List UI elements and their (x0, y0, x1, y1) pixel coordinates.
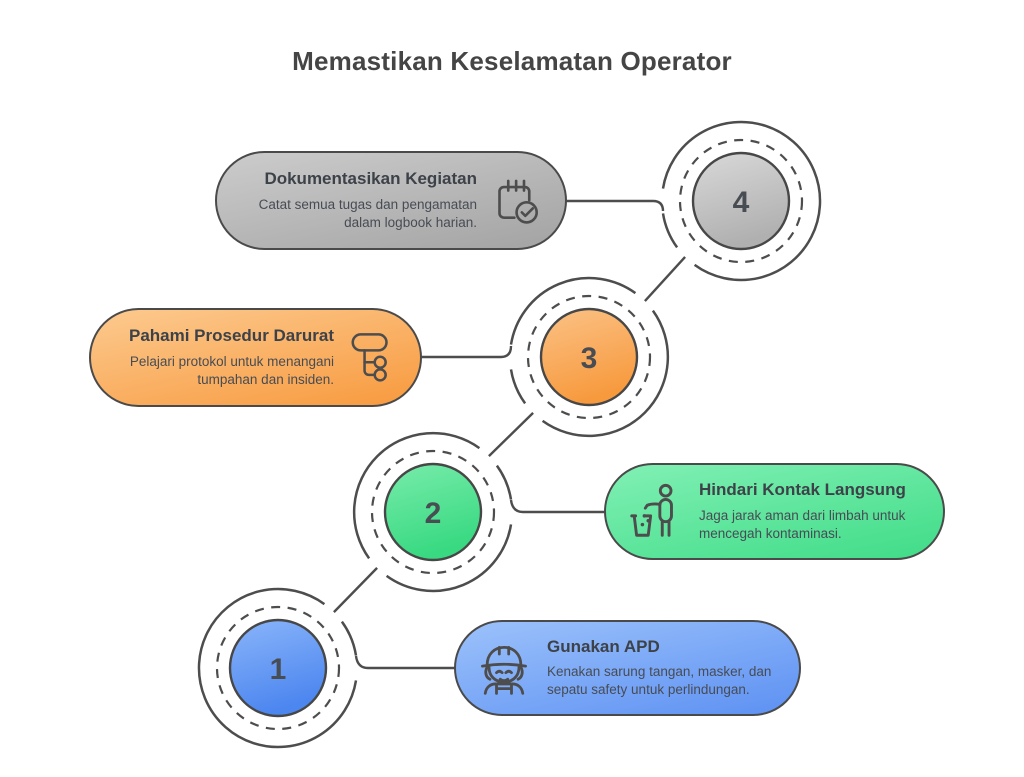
dispose-litter-icon (624, 480, 686, 544)
step3-card: Pahami Prosedur Darurat Pelajari protoko… (89, 308, 422, 407)
step3-number-circle (539, 307, 639, 407)
step1-number-circle (228, 618, 328, 718)
procedure-flowchart-icon (346, 329, 400, 387)
connector-circle3-circle4 (644, 256, 686, 302)
step1-card-title: Gunakan APD (547, 636, 660, 656)
connector-circle1-card1 (354, 655, 456, 670)
step3-dashed-ring (526, 294, 652, 420)
step3-node: 3 (509, 276, 670, 438)
connector-circle1-circle2 (333, 567, 378, 613)
page-title: Memastikan Keselamatan Operator (292, 46, 732, 76)
step2-node: 2 (352, 431, 513, 593)
connector-card3-circle3 (419, 345, 513, 359)
step3-card-description: Pelajari protokol untuk menangani tumpah… (129, 353, 334, 387)
step1-outer-ring (197, 587, 358, 749)
connector-circle2-circle3 (488, 412, 534, 457)
step3-number: 3 (581, 342, 598, 375)
step4-dashed-ring (678, 138, 804, 264)
logbook-check-icon (489, 173, 545, 229)
step1-node: 1 (197, 587, 358, 749)
step2-outer-ring (352, 431, 513, 593)
step3-card-title: Pahami Prosedur Darurat (128, 326, 334, 346)
step4-outer-ring (661, 120, 822, 282)
step4-number: 4 (733, 186, 750, 219)
step1-card: Gunakan APD Kenakan sarung tangan, maske… (454, 620, 801, 716)
connector-card4-circle4 (565, 199, 665, 212)
step1-card-description: Kenakan sarung tangan, masker, dan sepat… (547, 664, 772, 698)
step4-card: Dokumentasikan Kegiatan Catat semua tuga… (215, 151, 567, 250)
step2-card-description: Jaga jarak aman dari limbah untuk menceg… (699, 507, 906, 541)
step4-card-description: Catat semua tugas dan pengamatan dalam l… (258, 196, 477, 230)
step1-dashed-ring (215, 605, 341, 731)
step2-card: Hindari Kontak Langsung Jaga jarak aman … (604, 463, 945, 560)
worker-hardhat-icon (474, 638, 534, 698)
step1-number: 1 (270, 653, 287, 686)
step3-outer-ring (509, 276, 670, 438)
step2-number-circle (383, 462, 483, 562)
step2-dashed-ring (370, 449, 496, 575)
connector-circle2-card2 (509, 499, 606, 514)
step2-number: 2 (425, 497, 442, 530)
step4-node: 4 (661, 120, 822, 282)
step4-number-circle (691, 151, 791, 251)
step2-card-title: Hindari Kontak Langsung (699, 480, 906, 500)
connector-lines (333, 199, 686, 670)
step4-card-title: Dokumentasikan Kegiatan (264, 169, 477, 189)
